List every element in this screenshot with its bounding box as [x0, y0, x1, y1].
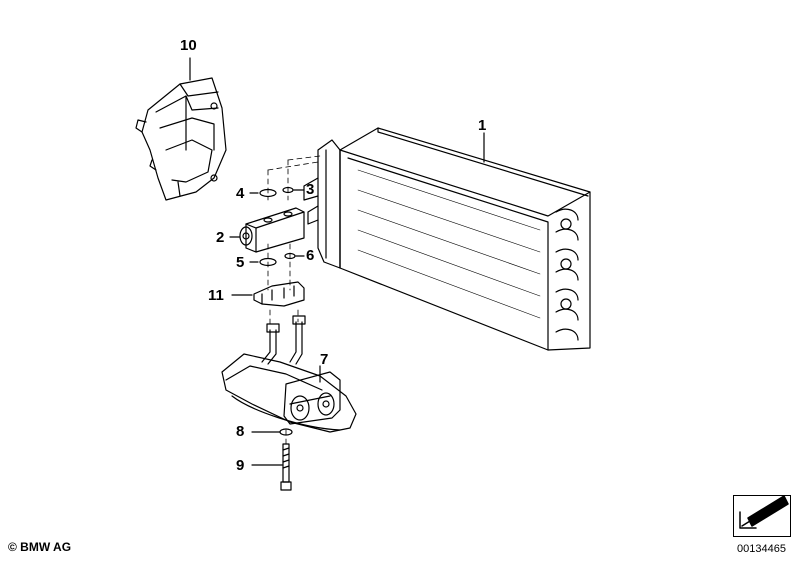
- callout-5: 5: [236, 254, 245, 271]
- callout-8: 8: [236, 423, 245, 440]
- copyright-label: © BMW AG: [8, 540, 72, 554]
- diagram-number: 00134465: [737, 543, 786, 555]
- callout-7: 7: [320, 351, 329, 368]
- o-ring-large-part: [259, 188, 277, 198]
- o-ring-lower-large-part: [259, 257, 277, 267]
- callout-1: 1: [478, 117, 487, 134]
- bracket-plate-part: [253, 281, 305, 307]
- expansion-valve-part: [239, 207, 305, 253]
- housing-cover-part: [135, 77, 227, 201]
- o-ring-lower-small-part: [284, 252, 296, 260]
- o-ring-small-part: [282, 186, 294, 194]
- reference-arrow-icon: [739, 495, 789, 529]
- callout-2: 2: [216, 229, 225, 246]
- callout-3: 3: [306, 181, 315, 198]
- reference-box: [733, 495, 791, 537]
- callout-6: 6: [306, 247, 315, 264]
- callout-10: 10: [180, 37, 197, 54]
- callout-11: 11: [208, 287, 224, 304]
- evaporator-part: [303, 127, 591, 351]
- pipe-assembly-part: [221, 315, 357, 433]
- alignment-lines: [267, 155, 321, 449]
- callout-9: 9: [236, 457, 245, 474]
- bolt-part: [280, 443, 292, 491]
- callout-4: 4: [236, 185, 245, 202]
